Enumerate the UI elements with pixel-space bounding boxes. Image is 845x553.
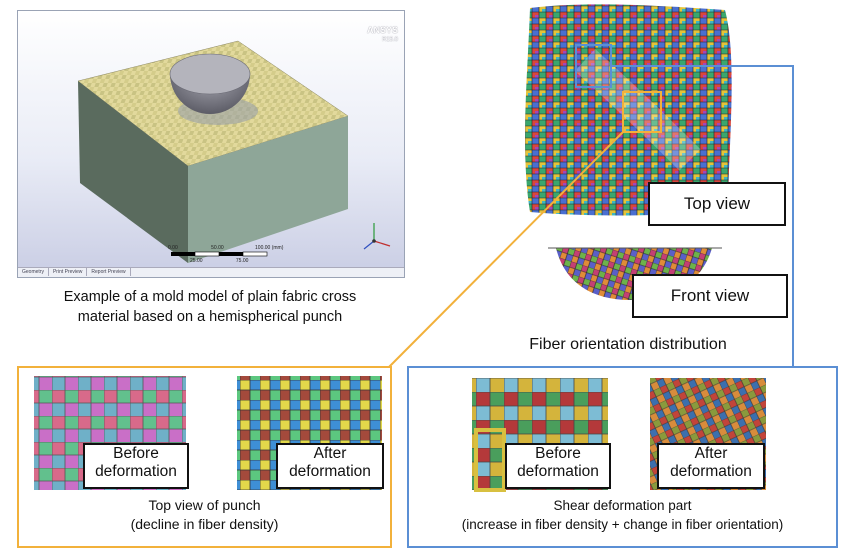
tab-report-preview[interactable]: Report Preview	[87, 268, 131, 276]
block-right-face	[188, 116, 348, 263]
punch-top-view-panel	[17, 366, 392, 548]
ansys-logo: ANSYS R15.0	[366, 25, 398, 43]
tab-geometry[interactable]: Geometry	[18, 268, 49, 276]
orange-highlight-square	[622, 91, 662, 133]
orange-connector-line	[388, 131, 624, 368]
shear-deformation-panel	[407, 366, 838, 548]
front-view-label: Front view	[632, 274, 788, 318]
left-panel-caption: Top view of punch (decline in fiber dens…	[130, 497, 279, 532]
ansys-mold-model-screenshot: ANSYS R15.0	[17, 10, 405, 278]
scale-labels-bottom: 25.00 75.00	[190, 258, 249, 264]
top-view-label: Top view	[648, 182, 786, 226]
fiber-caption: Fiber orientation distribution	[529, 336, 727, 353]
axis-triad-icon	[363, 223, 391, 250]
scale-bar	[171, 251, 268, 257]
mold-model-drawing	[77, 40, 391, 263]
blue-connector-line	[611, 65, 794, 367]
block-left-face	[78, 81, 188, 263]
mold-caption: Example of a mold model of plain fabric …	[63, 289, 357, 325]
scale-labels-top: 0.00 50.00 100.00 (mm)	[168, 245, 284, 251]
tab-print-preview[interactable]: Print Preview	[49, 268, 88, 276]
right-panel-caption: Shear deformation part (increase in fibe…	[461, 498, 784, 532]
